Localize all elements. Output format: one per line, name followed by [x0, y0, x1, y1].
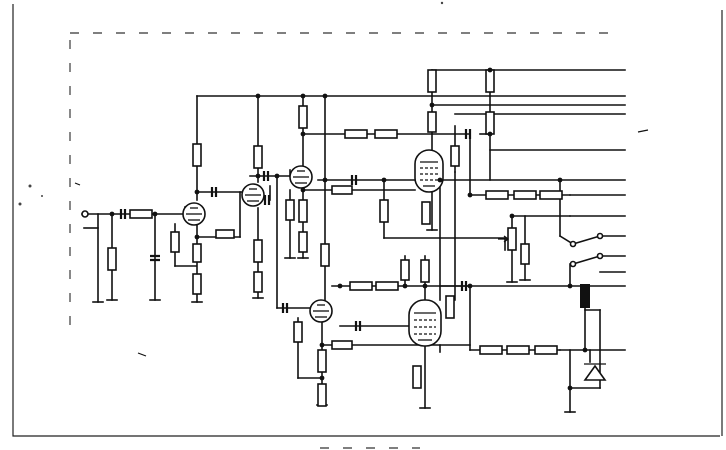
vacuum-tube-v3 — [289, 165, 313, 189]
vacuum-tube-v4 — [309, 299, 333, 323]
pentode-tube-v5 — [414, 149, 444, 193]
ground-symbols — [92, 229, 576, 413]
pentode-tube-v6 — [408, 299, 442, 347]
vacuum-tube-v1 — [182, 202, 206, 226]
page-frame — [12, 1, 723, 449]
capacitors — [119, 129, 472, 331]
wiring — [81, 69, 626, 413]
vacuum-tube-v2 — [241, 183, 265, 207]
resistors — [107, 69, 563, 407]
switch-contacts — [569, 232, 604, 268]
diode — [583, 363, 607, 381]
junction-dots — [109, 67, 588, 391]
relay-coil — [580, 284, 590, 308]
input-terminal — [81, 210, 89, 218]
